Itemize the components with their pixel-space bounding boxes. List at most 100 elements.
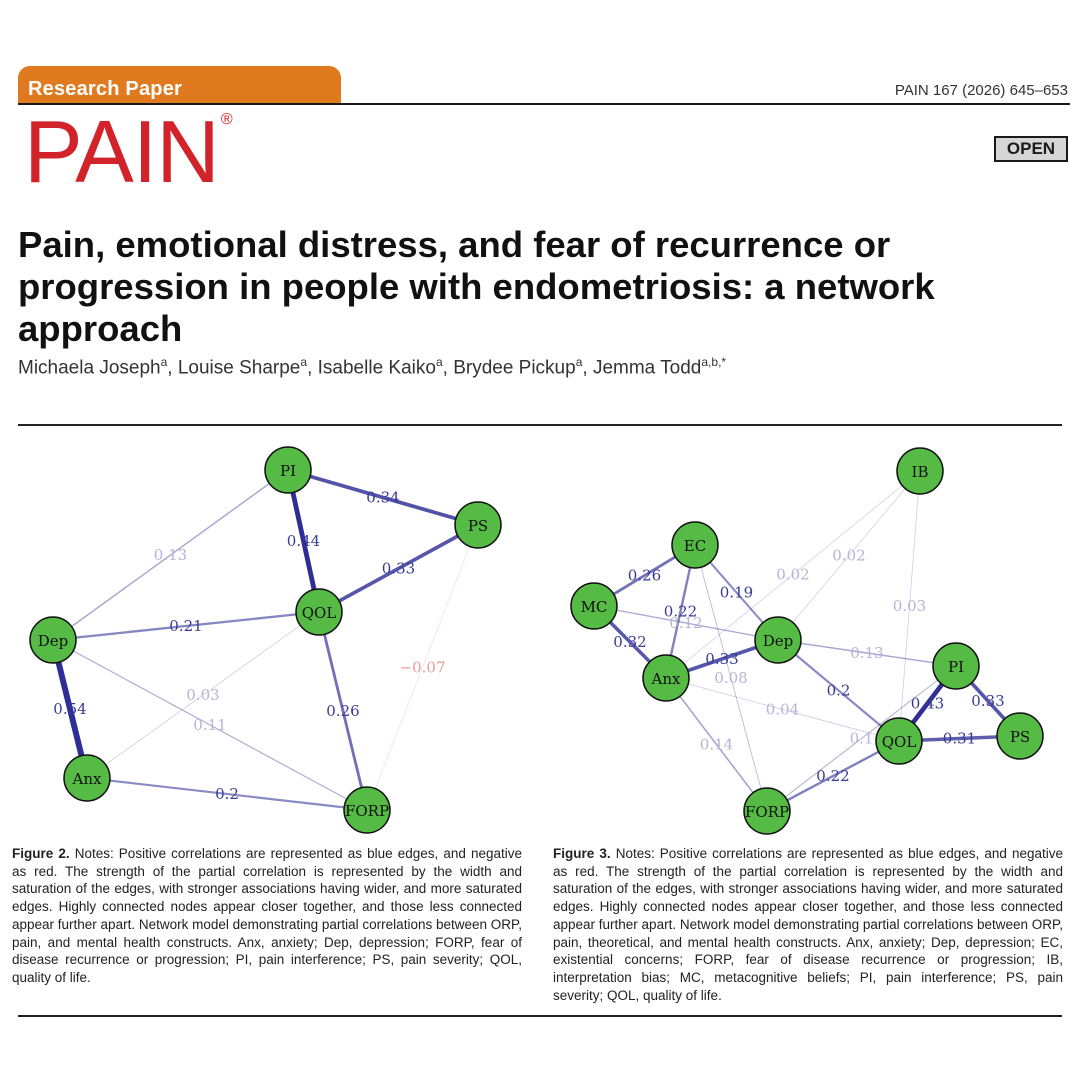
node-label: Dep bbox=[763, 632, 794, 650]
edge-weight-label: 0.02 bbox=[776, 566, 809, 584]
node-anx bbox=[63, 754, 111, 802]
edge-weight-label: 0.03 bbox=[893, 597, 926, 615]
edge-dep-qol bbox=[51, 610, 321, 642]
edge-weight-label: 0.2 bbox=[215, 785, 239, 803]
author-name: Louise Sharpe bbox=[177, 357, 301, 379]
figure-2-caption-text: Notes: Positive correlations are represe… bbox=[12, 846, 523, 985]
edge-mc-dep bbox=[593, 605, 779, 641]
edge-weight-label: 0.12 bbox=[669, 614, 702, 632]
header-rule bbox=[18, 103, 1070, 105]
node-qol bbox=[875, 717, 923, 765]
edge-weight-label: 0.31 bbox=[943, 730, 976, 748]
edge-weight-label: 0.22 bbox=[816, 767, 849, 785]
node-anx bbox=[642, 654, 690, 702]
node-label: FORP bbox=[745, 803, 789, 821]
figure-2-label: Figure 2. bbox=[12, 846, 70, 861]
edge-weight-label: 0.54 bbox=[53, 700, 86, 718]
author-name: Brydee Pickup bbox=[453, 357, 576, 379]
node-pi bbox=[264, 446, 312, 494]
figure-3-caption: Figure 3. Notes: Positive correlations a… bbox=[553, 845, 1063, 1004]
edge-weight-label: 0.1 bbox=[850, 730, 874, 748]
node-label: IB bbox=[912, 463, 929, 481]
node-label: PI bbox=[948, 658, 964, 676]
edge-weight-label: 0.02 bbox=[832, 547, 865, 565]
node-forp bbox=[743, 787, 791, 835]
edge-weight-label: 0.33 bbox=[382, 560, 415, 578]
edge-weight-label: 0.32 bbox=[613, 633, 646, 651]
edge-weight-label: 0.08 bbox=[714, 669, 747, 687]
node-label: Anx bbox=[651, 670, 681, 688]
journal-logo-text: PAIN bbox=[24, 102, 220, 201]
edge-weight-label: 0.04 bbox=[766, 701, 799, 719]
author-affiliation: a bbox=[300, 355, 308, 369]
node-label: EC bbox=[684, 537, 706, 555]
edge-ib-dep bbox=[777, 470, 921, 641]
node-label: QOL bbox=[302, 604, 337, 622]
edge-weight-label: 0.14 bbox=[700, 736, 733, 754]
edge-qol-forp bbox=[317, 610, 369, 812]
edge-weight-label: 0.33 bbox=[971, 692, 1004, 710]
article-type-label: Research Paper bbox=[28, 78, 183, 100]
node-dep bbox=[754, 616, 802, 664]
node-label: Anx bbox=[72, 770, 102, 788]
node-pi bbox=[932, 642, 980, 690]
node-qol bbox=[295, 588, 343, 636]
node-forp bbox=[343, 786, 391, 834]
author-affiliation: a,b,* bbox=[701, 355, 727, 369]
registered-mark: ® bbox=[220, 111, 233, 128]
edge-weight-label: 0.34 bbox=[366, 489, 399, 507]
author-name: Jemma Todd bbox=[592, 357, 702, 379]
node-ec bbox=[671, 521, 719, 569]
article-type-badge: Research Paper bbox=[18, 66, 341, 103]
author-affiliation: a bbox=[575, 355, 583, 369]
edge-anx-forp bbox=[85, 776, 369, 812]
node-label: PS bbox=[468, 517, 488, 535]
edge-weight-label: 0.03 bbox=[186, 686, 219, 704]
edge-dep-forp bbox=[52, 639, 368, 811]
node-label: PI bbox=[280, 462, 296, 480]
node-dep bbox=[29, 616, 77, 664]
open-access-badge: OPEN bbox=[994, 136, 1068, 162]
author-name: Isabelle Kaiko bbox=[317, 357, 436, 379]
journal-logo: PAIN® bbox=[24, 108, 233, 196]
node-label: FORP bbox=[345, 802, 389, 820]
edge-dep-pi bbox=[777, 639, 957, 667]
footer-rule bbox=[18, 1015, 1062, 1017]
edge-ib-anx bbox=[665, 470, 921, 679]
edge-dep-qol bbox=[776, 638, 901, 743]
edge-pi-qol bbox=[285, 467, 322, 615]
figure-2-caption: Figure 2. Notes: Positive correlations a… bbox=[12, 845, 522, 987]
author-name: Michaela Joseph bbox=[18, 357, 161, 379]
edge-forp-qol bbox=[765, 739, 901, 813]
edge-weight-label: −0.07 bbox=[400, 659, 446, 677]
edge-weight-label: 0.26 bbox=[628, 567, 661, 585]
journal-citation: PAIN 167 (2026) 645–653 bbox=[894, 82, 1068, 99]
edge-ib-qol bbox=[898, 470, 921, 742]
section-rule bbox=[18, 424, 1062, 426]
author-affiliation: a bbox=[435, 355, 443, 369]
edge-weight-label: 0.26 bbox=[326, 702, 359, 720]
edge-weight-label: 0.21 bbox=[169, 617, 202, 635]
edge-weight-label: 0.2 bbox=[827, 682, 851, 700]
edge-pi-ps bbox=[286, 468, 480, 527]
article-title: Pain, emotional distress, and fear of re… bbox=[18, 224, 935, 349]
node-mc bbox=[570, 582, 618, 630]
node-label: PS bbox=[1010, 728, 1030, 746]
edge-weight-label: 0.13 bbox=[154, 546, 187, 564]
edge-weight-label: 0.44 bbox=[287, 532, 320, 550]
edge-weight-label: 0.43 bbox=[911, 695, 944, 713]
edge-ec-forp bbox=[694, 544, 768, 812]
author-affiliation: a bbox=[160, 355, 168, 369]
edge-pi-dep bbox=[52, 469, 289, 641]
node-ps bbox=[454, 501, 502, 549]
figure-3-label: Figure 3. bbox=[553, 846, 611, 861]
edge-weight-label: 0.33 bbox=[705, 650, 738, 668]
edge-ps-forp bbox=[366, 524, 479, 811]
node-label: QOL bbox=[882, 733, 917, 751]
edge-weight-label: 0.11 bbox=[193, 716, 226, 734]
node-ps bbox=[996, 712, 1044, 760]
edge-qol-ps bbox=[317, 523, 480, 614]
edge-anx-qol bbox=[86, 611, 320, 779]
node-label: Dep bbox=[38, 632, 69, 650]
